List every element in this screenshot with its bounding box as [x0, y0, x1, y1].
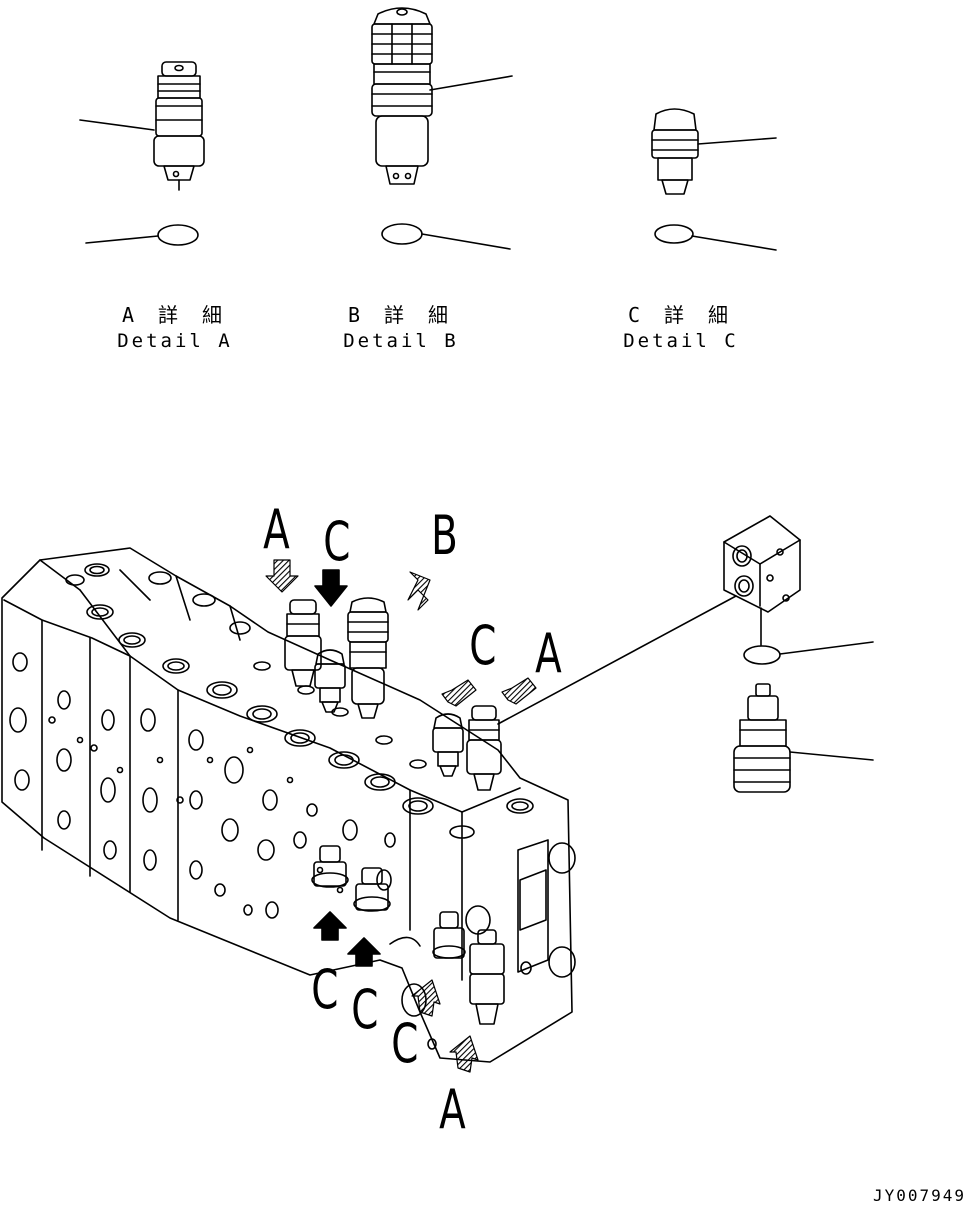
control-valve-block [1, 547, 576, 1063]
arrow-c-top-solid [314, 569, 348, 607]
detail-a-relief-valve [153, 61, 205, 191]
arrow-a-side-hatched [449, 1035, 479, 1073]
block-valve-a-mid [466, 705, 502, 791]
block-valve-c-side-1 [311, 845, 349, 888]
leader-line [497, 595, 737, 725]
callout-a-mid: A [535, 622, 562, 685]
arrow-a-mid-hatched [501, 677, 537, 705]
arrow-b-top-hatched [407, 571, 431, 611]
arrow-c-mid-hatched [441, 679, 477, 707]
callout-c-bottom-3: C [391, 1012, 419, 1075]
arrow-c-side2-solid [347, 937, 381, 967]
detail-c-caption-en: Detail C [623, 330, 739, 352]
detail-b-caption: B 詳 細 Detail B [336, 302, 466, 354]
callout-c-top: C [323, 510, 351, 573]
detail-b-o-ring [381, 223, 423, 245]
detail-c-caption: C 詳 細 Detail C [616, 302, 746, 354]
leader-line [691, 235, 777, 251]
detail-c-plug-valve [651, 108, 699, 195]
detail-a-caption-jp: A 詳 細 [121, 303, 229, 327]
block-valve-b-top [347, 597, 389, 719]
callout-a-top: A [263, 498, 290, 561]
callout-c-mid: C [469, 614, 497, 677]
detail-a-o-ring [157, 224, 199, 246]
arrow-a-top-hatched [265, 559, 299, 593]
callout-c-bottom-2: C [351, 978, 379, 1041]
callout-a-bottom: A [439, 1078, 466, 1141]
exploded-o-ring [743, 645, 781, 665]
block-valve-c-side-2 [353, 867, 391, 912]
leader-line [79, 119, 155, 131]
leader-line [429, 75, 513, 91]
leader-line [697, 137, 777, 145]
block-valve-a-side [469, 929, 505, 1025]
block-valve-c-mid [432, 713, 464, 777]
leader-line [85, 235, 159, 244]
detail-b-caption-en: Detail B [343, 330, 459, 352]
block-valve-c-side-3 [432, 911, 466, 959]
block-valve-c-top [314, 649, 346, 713]
leader-line [789, 751, 874, 761]
callout-b-top: B [431, 504, 458, 567]
arrow-c-side3-hatched [411, 979, 441, 1017]
arrow-c-side1-solid [313, 911, 347, 941]
detail-a-caption: A 詳 細 Detail A [110, 302, 240, 354]
detail-b-caption-jp: B 詳 細 [347, 303, 455, 327]
callout-c-bottom-1: C [311, 958, 339, 1021]
detail-c-o-ring [654, 224, 694, 244]
drawing-id: JY007949 [872, 1186, 966, 1205]
detail-a-caption-en: Detail A [117, 330, 233, 352]
detail-c-caption-jp: C 詳 細 [627, 303, 735, 327]
exploded-valve-housing [723, 515, 801, 613]
exploded-relief-valve [733, 683, 791, 793]
leader-line [779, 641, 874, 655]
leader-line [421, 233, 511, 250]
detail-b-relief-valve [371, 7, 433, 185]
